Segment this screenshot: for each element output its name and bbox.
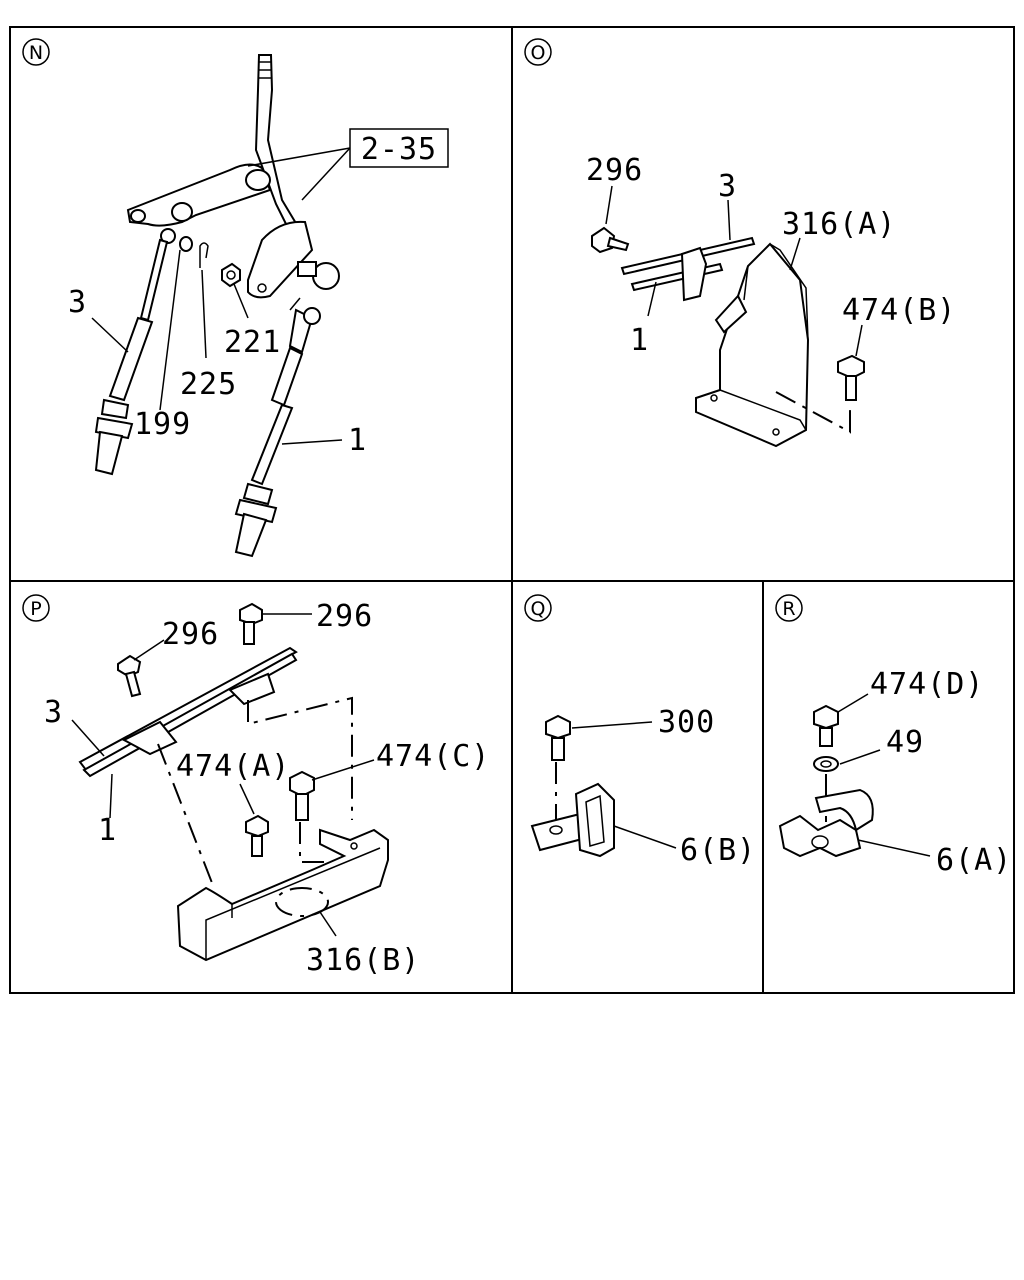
bolt-300 <box>545 714 571 761</box>
small-parts-n <box>160 228 241 288</box>
leaders-n <box>91 249 343 445</box>
callout-221: 221 <box>224 325 281 360</box>
panel-r-marker: R <box>775 594 803 622</box>
callout-49: 49 <box>886 725 924 760</box>
dash-o <box>775 391 851 434</box>
callout-6a: 6(A) <box>936 843 1012 878</box>
svg-text:O: O <box>531 42 546 64</box>
callout-474c: 474(C) <box>376 739 490 774</box>
callout-300: 300 <box>658 705 715 740</box>
shift-lever <box>126 54 340 299</box>
panel-q-marker: Q <box>524 594 552 622</box>
bolt-296-p-2 <box>117 654 142 698</box>
callout-296-p-2: 296 <box>162 617 219 652</box>
bracket-316a <box>695 242 810 448</box>
bolt-296-p-1 <box>239 602 263 645</box>
leaders-p <box>71 613 375 937</box>
callout-1-p: 1 <box>98 813 117 848</box>
bolt-474b <box>837 354 865 401</box>
panel-n-marker: N <box>22 38 50 66</box>
callout-474a: 474(A) <box>176 749 290 784</box>
clip-6a <box>778 788 874 858</box>
cables-o <box>620 236 756 302</box>
svg-text:P: P <box>30 598 41 620</box>
callout-474d: 474(D) <box>870 667 984 702</box>
callout-316a: 316(A) <box>782 207 896 242</box>
callout-3-n: 3 <box>68 285 87 320</box>
bolt-474c <box>289 770 315 821</box>
panel-q: Q 300 6(B) <box>524 594 756 868</box>
ref-2-35: 2-35 <box>247 128 449 201</box>
cables-p <box>78 646 298 778</box>
callout-3-o: 3 <box>718 169 737 204</box>
dash-p-2 <box>247 696 353 820</box>
callout-6b: 6(B) <box>680 833 756 868</box>
panel-p-marker: P <box>22 594 50 622</box>
callout-225: 225 <box>180 367 237 402</box>
leaders-q <box>571 721 677 849</box>
panel-o-marker: O <box>524 38 552 66</box>
washer-49 <box>813 756 839 772</box>
clip-6b <box>530 782 615 858</box>
panel-r: R 474(D) 49 6(A) <box>775 594 1012 878</box>
callout-3-p: 3 <box>44 695 63 730</box>
bolt-474d <box>813 704 839 747</box>
callout-296-o: 296 <box>586 153 643 188</box>
leaders-r <box>837 693 931 857</box>
svg-text:R: R <box>782 598 795 620</box>
dash-p-3 <box>299 822 328 863</box>
bolt-296-o <box>591 226 630 254</box>
cable-3-n <box>94 238 169 476</box>
bracket-316b <box>176 828 389 962</box>
svg-text:Q: Q <box>531 598 546 620</box>
panel-grid <box>9 26 1015 994</box>
panel-n: N 2-35 <box>22 38 449 558</box>
svg-text:2-35: 2-35 <box>361 132 437 167</box>
dash-p-1 <box>157 743 215 889</box>
bolt-474a <box>245 814 269 857</box>
panel-o: O <box>524 38 956 448</box>
callout-474b: 474(B) <box>842 293 956 328</box>
callout-296-p-1: 296 <box>316 599 373 634</box>
callout-1-n: 1 <box>348 423 367 458</box>
callout-199: 199 <box>134 407 191 442</box>
callout-1-o: 1 <box>630 323 649 358</box>
callout-316b: 316(B) <box>306 943 420 978</box>
leaders-o <box>605 185 863 357</box>
svg-text:N: N <box>29 42 43 64</box>
panel-p: P <box>22 594 490 978</box>
cable-1-n <box>234 297 321 558</box>
